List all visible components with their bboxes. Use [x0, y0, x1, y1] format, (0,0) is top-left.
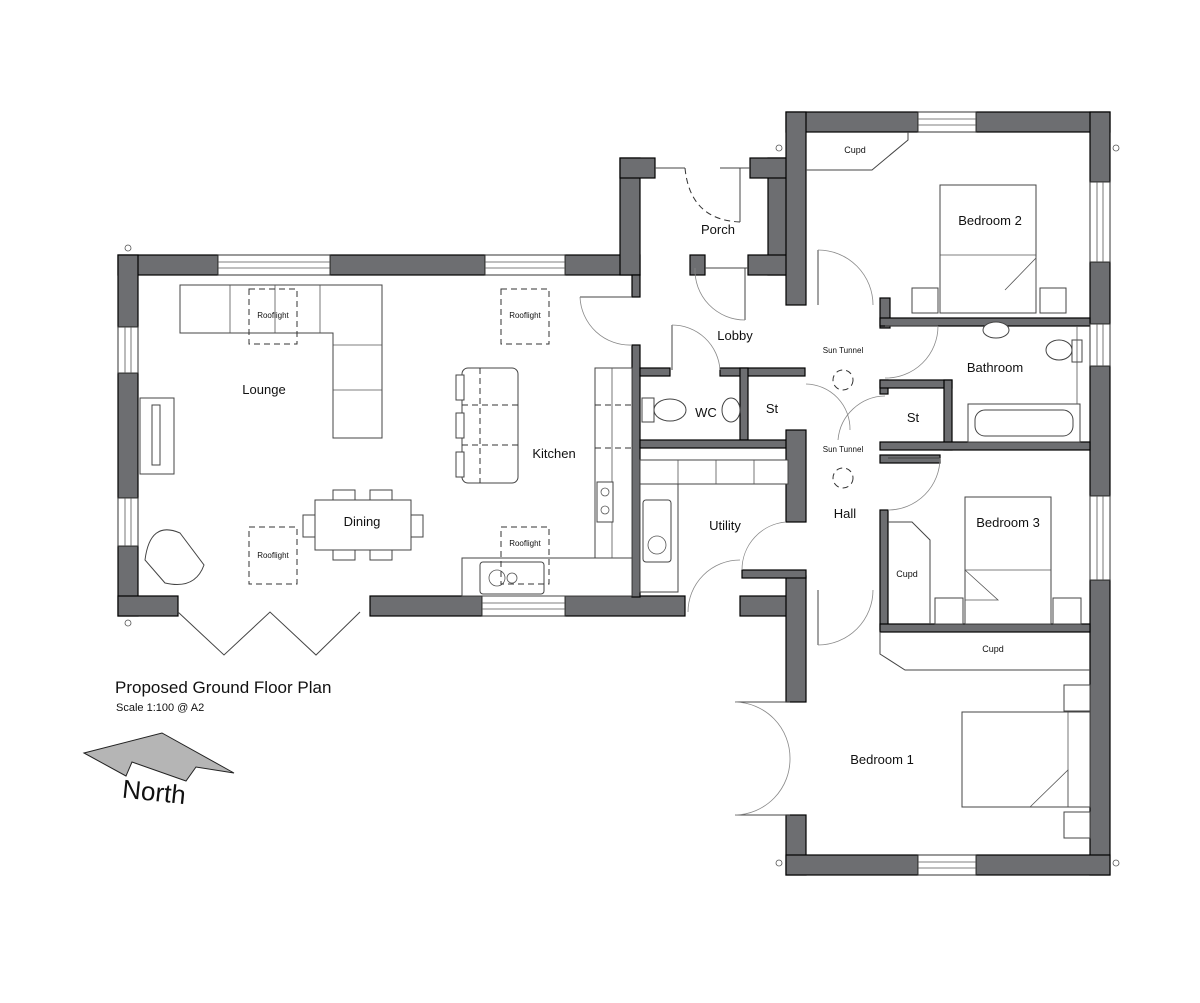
drawing-title-block: Proposed Ground Floor Plan Scale 1:100 @… — [115, 678, 331, 714]
room-label-lobby: Lobby — [717, 328, 753, 343]
room-label-bedroom-2: Bedroom 2 — [958, 213, 1022, 228]
external-walls — [117, 111, 1111, 876]
room-label-store-left: St — [766, 401, 779, 416]
sun-tunnels: Sun Tunnel Sun Tunnel — [823, 346, 864, 489]
room-label-utility: Utility — [709, 518, 741, 533]
north-arrow-icon — [82, 732, 235, 782]
room-label-bedroom-1: Bedroom 1 — [850, 752, 914, 767]
room-labels: Lounge Dining Kitchen Porch Lobby WC St … — [242, 145, 1039, 767]
drawing-title: Proposed Ground Floor Plan — [115, 678, 331, 697]
rooflight-label-3: Rooflight — [257, 551, 289, 560]
room-label-lounge: Lounge — [242, 382, 285, 397]
furniture — [139, 132, 1091, 839]
cupboard-label-bedroom-2: Cupd — [844, 145, 866, 155]
room-label-bedroom-3: Bedroom 3 — [976, 515, 1040, 530]
room-label-wc: WC — [695, 405, 717, 420]
room-label-dining: Dining — [344, 514, 381, 529]
internal-walls — [631, 274, 1091, 633]
sun-tunnel-label-1: Sun Tunnel — [823, 346, 864, 355]
rooflight-label-2: Rooflight — [509, 311, 541, 320]
room-label-store-right: St — [907, 410, 920, 425]
sun-tunnel-label-2: Sun Tunnel — [823, 445, 864, 454]
rooflights: Rooflight Rooflight Rooflight Rooflight — [248, 288, 550, 585]
cupboard-label-bedroom-3: Cupd — [896, 569, 918, 579]
doors — [177, 167, 941, 816]
room-label-kitchen: Kitchen — [532, 446, 575, 461]
rooflight-label-4: Rooflight — [509, 539, 541, 548]
drawing-scale: Scale 1:100 @ A2 — [116, 702, 204, 714]
rooflight-label-1: Rooflight — [257, 311, 289, 320]
north-arrow: North — [82, 732, 235, 810]
room-label-hall: Hall — [834, 506, 857, 521]
windows — [117, 111, 1120, 876]
north-label: North — [121, 774, 187, 810]
room-label-porch: Porch — [701, 222, 735, 237]
room-label-bathroom: Bathroom — [967, 360, 1023, 375]
cupboard-label-bedroom-1: Cupd — [982, 644, 1004, 654]
